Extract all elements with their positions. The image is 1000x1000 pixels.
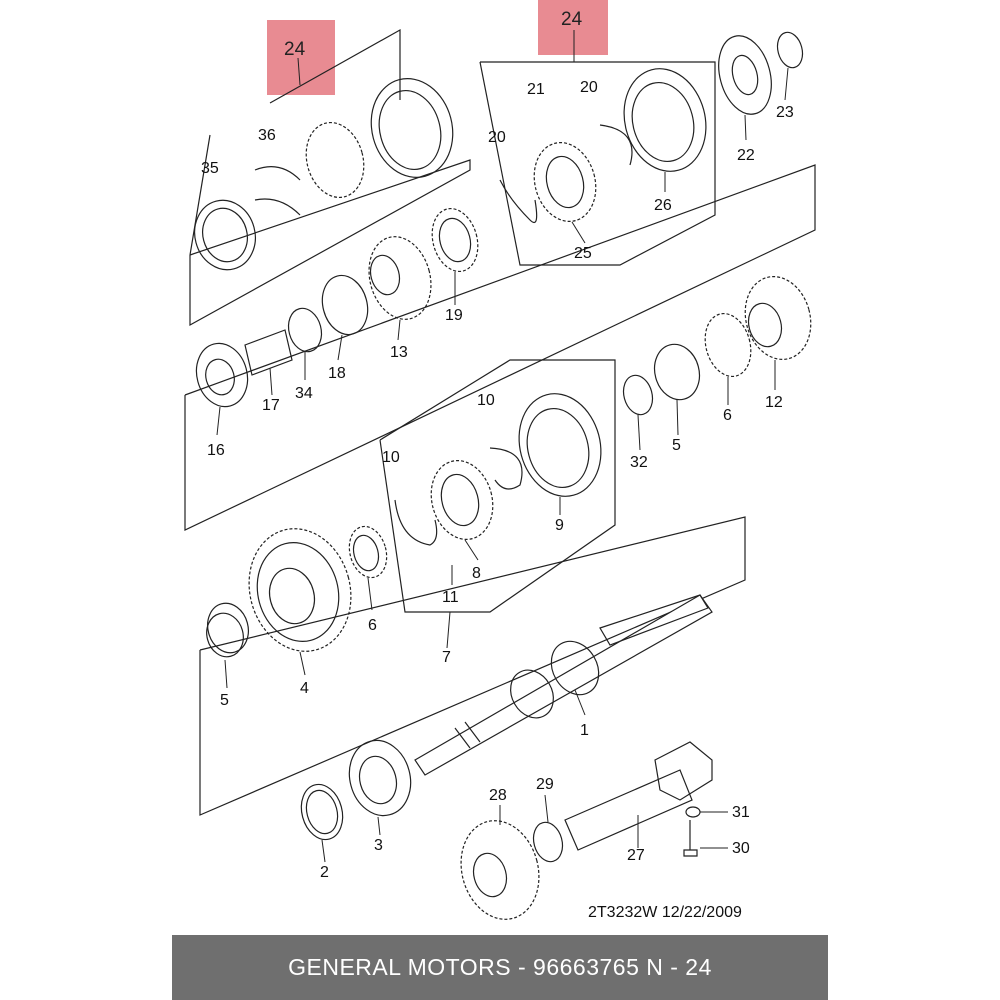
label-32: 32 [630,454,648,471]
label-31: 31 [732,804,750,821]
label-19: 19 [445,307,463,324]
label-20-right: 20 [580,79,598,96]
label-1: 1 [580,722,589,739]
label-34: 34 [295,385,313,402]
frame-shaft [199,516,746,816]
label-36: 36 [258,127,276,144]
label-3: 3 [374,837,383,854]
gear-4 [248,528,352,652]
label-10-left: 10 [382,449,400,466]
frame-main [184,164,816,531]
label-13: 13 [390,344,408,361]
label-20-left: 20 [488,129,506,146]
label-23: 23 [776,104,794,121]
frame-sync-middle [379,359,616,613]
label-21: 21 [527,81,545,98]
main-shaft [414,594,713,776]
label-12: 12 [765,394,783,411]
label-18: 18 [328,365,346,382]
label-16: 16 [207,442,225,459]
label-5-lower: 5 [220,692,229,709]
label-29: 29 [536,776,554,793]
label-2: 2 [320,864,329,881]
footer-banner: GENERAL MOTORS - 96663765 N - 24 [172,935,828,1000]
label-35: 35 [201,160,219,177]
frame-upper-left [189,159,471,327]
label-25: 25 [574,245,592,262]
drawing-id-stamp: 2T3232W 12/22/2009 [588,904,742,921]
label-10-right: 10 [477,392,495,409]
label-17: 17 [262,397,280,414]
frame-sync-right [479,61,716,266]
highlight-box-24-right [538,0,608,55]
label-24-left: 24 [284,39,306,60]
label-26: 26 [654,197,672,214]
label-6-lower: 6 [368,617,377,634]
label-6-upper: 6 [723,407,732,424]
label-8: 8 [472,565,481,582]
label-9: 9 [555,517,564,534]
label-24-right: 24 [561,9,583,30]
label-11: 11 [442,589,459,606]
highlight-box-24-left [267,20,335,95]
label-7: 7 [442,649,451,666]
label-30: 30 [732,840,750,857]
label-5-upper: 5 [672,437,681,454]
label-4: 4 [300,680,309,697]
label-27: 27 [627,847,645,864]
label-28: 28 [489,787,507,804]
label-22: 22 [737,147,755,164]
